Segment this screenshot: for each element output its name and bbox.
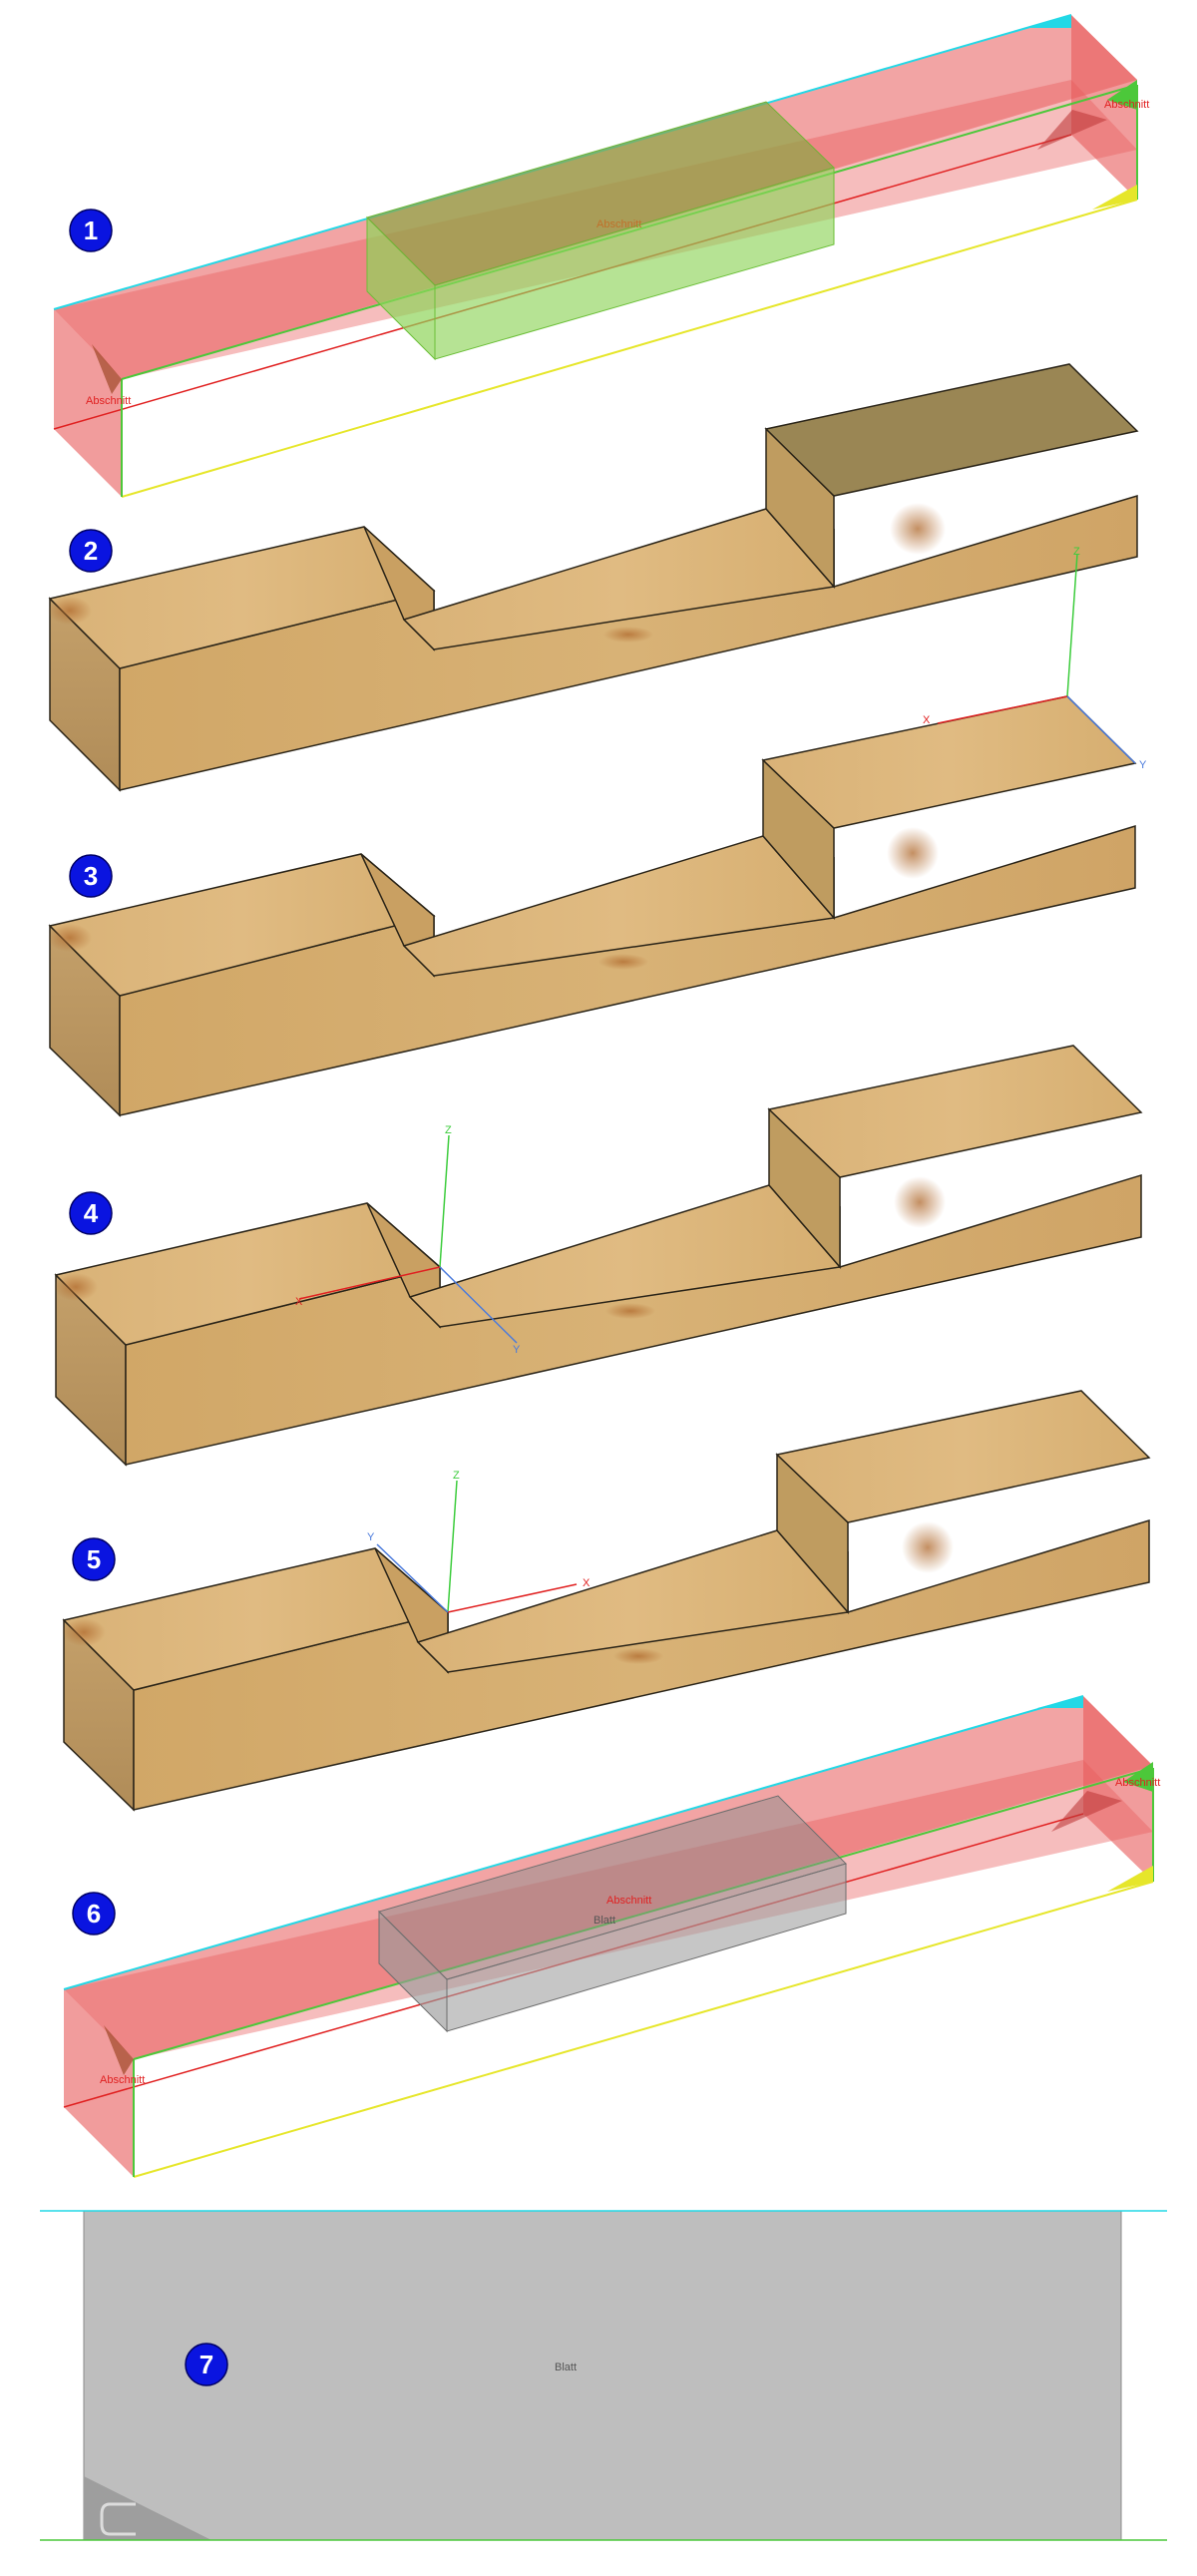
step-3-knot-3 xyxy=(48,924,92,952)
step-4-beam: Z X Y xyxy=(54,1045,1143,1467)
step-badge-7: 7 xyxy=(185,2343,228,2386)
step-5-axis-z-label: Z xyxy=(453,1470,460,1482)
step-badge-3: 3 xyxy=(69,854,113,898)
step-badge-2-number: 2 xyxy=(84,536,98,566)
step-1-yellow-line xyxy=(121,199,1138,498)
step-1-cyan-corner xyxy=(1027,15,1071,28)
step-1-red-end-left xyxy=(54,309,122,497)
step-4-knot-3 xyxy=(54,1273,98,1301)
step-1-label-section-right: Abschnitt xyxy=(1104,99,1149,111)
step-4-axis-x xyxy=(298,1266,441,1300)
step-6-red-end-right xyxy=(1083,1696,1153,1882)
step-1-label-center: Abschnitt xyxy=(597,218,641,230)
step-badge-7-number: 7 xyxy=(200,2350,213,2379)
step-6-label-section-left: Abschnitt xyxy=(100,2074,145,2086)
step-6-grey-box-left xyxy=(378,1910,448,2033)
step-5-axis-x xyxy=(447,1583,578,1613)
step-5-top-right xyxy=(775,1390,1151,1523)
step-3-axis-z-label: Z xyxy=(1073,546,1080,558)
step-6-dark-corner-right xyxy=(1051,1791,1122,1832)
step-4-axis-z xyxy=(439,1134,450,1268)
step-3-top-right xyxy=(761,695,1137,829)
step-1-dark-corner-left xyxy=(92,344,122,394)
step-badge-5-number: 5 xyxy=(87,1544,101,1574)
step-5-knot-3 xyxy=(62,1618,106,1646)
step-1-overlap-shade xyxy=(367,102,834,285)
step-1-section-view: Abschnitt Abschnitt Abschnitt xyxy=(53,14,1149,498)
step-4-axis-y-label: Y xyxy=(513,1344,521,1356)
step-3-axis-x-label: X xyxy=(923,714,931,726)
step-6-dark-corner-left xyxy=(104,2025,134,2075)
step-6-cyan-corner xyxy=(1037,1696,1083,1708)
step-1-green-corner xyxy=(1107,80,1137,110)
step-3-axis-y xyxy=(1066,695,1136,764)
step-1-label-section-left: Abschnitt xyxy=(86,395,131,407)
step-3-axis-z xyxy=(1066,553,1078,697)
step-badge-3-number: 3 xyxy=(84,861,98,891)
step-4-top-right xyxy=(767,1045,1143,1178)
step-3-axis-x xyxy=(937,695,1068,724)
step-4-axis-x-label: X xyxy=(295,1296,303,1308)
step-5-knot-2 xyxy=(613,1648,663,1664)
step-5-knot xyxy=(902,1521,954,1573)
step-badge-4-number: 4 xyxy=(84,1198,99,1228)
step-2-knot-2 xyxy=(603,627,653,643)
step-7-label-center: Blatt xyxy=(555,2361,577,2373)
step-4-axis-y xyxy=(439,1266,518,1344)
step-6-green-corner xyxy=(1123,1762,1153,1792)
step-badge-4: 4 xyxy=(69,1191,113,1235)
step-2-knot xyxy=(890,503,946,555)
step-6-section-view: Abschnitt Abschnitt Abschnitt Blatt xyxy=(63,1695,1160,2178)
step-7-panel xyxy=(83,2210,1122,2541)
step-6-cyan-line xyxy=(63,1695,1084,1990)
step-badge-1: 1 xyxy=(69,209,113,252)
step-badge-6-number: 6 xyxy=(87,1899,101,1929)
step-2-knot-3 xyxy=(48,597,92,625)
step-2-top-right-shaded xyxy=(764,363,1139,497)
step-3-knot xyxy=(887,827,939,879)
step-1-dark-corner-right xyxy=(1037,110,1107,150)
step-1-green-box-left xyxy=(366,215,436,361)
step-4-knot xyxy=(894,1176,946,1228)
step-6-yellow-line xyxy=(133,1881,1154,2178)
step-7-blade-view: Blatt xyxy=(40,2210,1167,2541)
step-7-corner-shade xyxy=(84,2476,211,2540)
step-6-label-section-right: Abschnitt xyxy=(1115,1777,1160,1789)
step-1-yellow-corner xyxy=(1092,185,1137,210)
step-7-corner-icon xyxy=(100,2502,136,2536)
step-3-knot-2 xyxy=(598,954,648,970)
step-6-label-center-top: Abschnitt xyxy=(606,1895,651,1907)
step-3-axis-y-label: Y xyxy=(1139,759,1147,771)
step-3-beam: Z X Y xyxy=(48,546,1147,1117)
step-5-axis-y xyxy=(376,1543,449,1613)
step-6-yellow-corner xyxy=(1107,1866,1153,1892)
step-4-axis-z-label: Z xyxy=(445,1124,452,1136)
step-5-axis-y-label: Y xyxy=(367,1531,375,1543)
step-badge-5: 5 xyxy=(72,1537,116,1581)
step-6-label-center: Blatt xyxy=(594,1915,615,1927)
step-5-axis-z xyxy=(447,1480,458,1613)
step-5-beam: Z X Y xyxy=(62,1390,1151,1812)
step-6-red-end-left xyxy=(64,1989,134,2177)
step-5-axis-x-label: X xyxy=(583,1577,591,1589)
step-1-red-end-right xyxy=(1071,15,1137,200)
step-badge-6: 6 xyxy=(72,1892,116,1935)
step-badge-1-number: 1 xyxy=(84,215,98,245)
step-2-beam xyxy=(48,363,1139,792)
step-4-knot-2 xyxy=(605,1303,655,1319)
step-badge-2: 2 xyxy=(69,529,113,573)
